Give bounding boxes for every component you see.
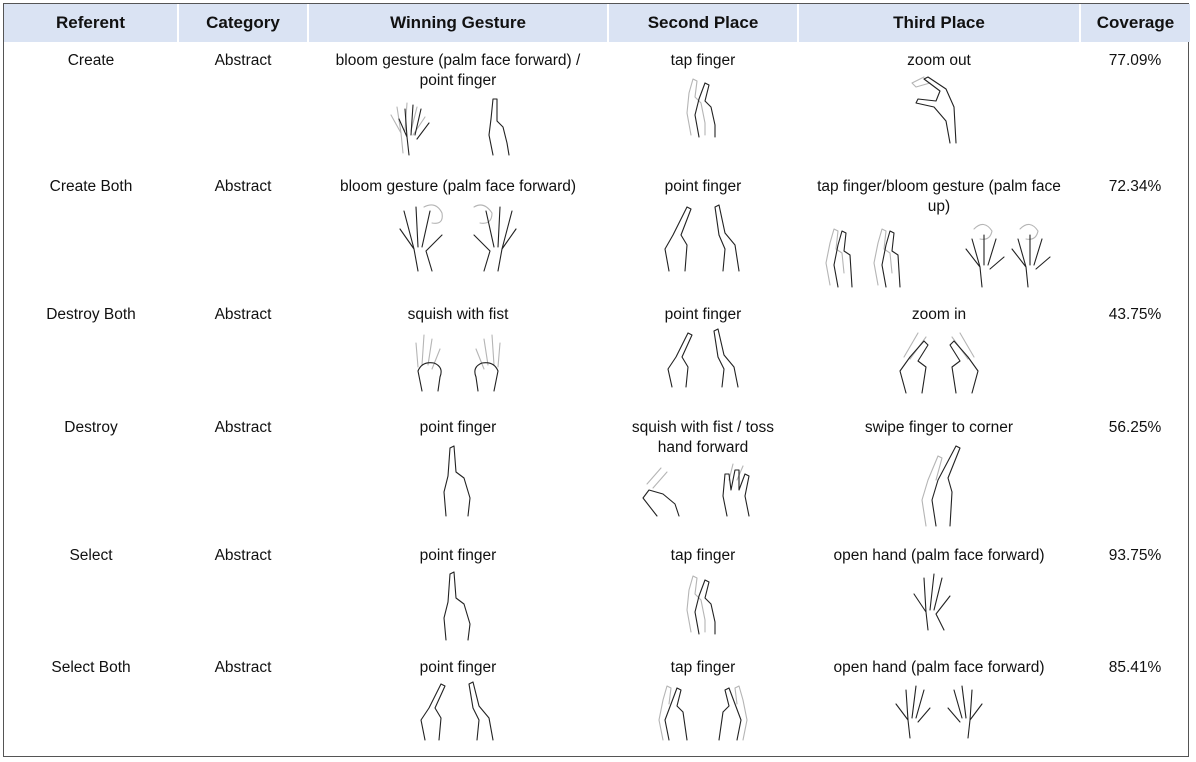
third-cell: swipe finger to corner xyxy=(798,409,1080,537)
gesture-table-frame: Referent Category Winning Gesture Second… xyxy=(3,3,1190,757)
header-coverage: Coverage xyxy=(1080,4,1190,42)
winning-cell: squish with fist xyxy=(308,296,608,409)
winning-cell: point finger xyxy=(308,649,608,756)
category-cell: Abstract xyxy=(214,52,272,69)
coverage-cell: 56.25% xyxy=(1108,419,1162,436)
gesture-table: Referent Category Winning Gesture Second… xyxy=(4,4,1190,756)
header-category: Category xyxy=(178,4,309,42)
table-row: Select Both Abstract point finger tap fi… xyxy=(4,649,1190,756)
third-cell: open hand (palm face forward) xyxy=(798,649,1080,756)
header-third-place: Third Place xyxy=(798,4,1081,42)
referent-cell: Destroy xyxy=(64,419,118,436)
second-cell: point finger xyxy=(608,296,798,409)
pointing-hand-icon xyxy=(921,445,961,527)
winning-cell: point finger xyxy=(308,409,608,537)
pointing-hand-icon xyxy=(420,681,494,741)
third-cell: tap finger/bloom gesture (palm face up) xyxy=(798,168,1080,296)
coverage-cell: 43.75% xyxy=(1108,306,1162,323)
table-row: Create Both Abstract bloom gesture (palm… xyxy=(4,168,1190,296)
bloom-hand-icon xyxy=(390,98,510,156)
bloom-hand-icon xyxy=(399,204,517,272)
open-hand-icon xyxy=(913,573,951,631)
coverage-cell: 85.41% xyxy=(1108,659,1162,676)
coverage-cell: 77.09% xyxy=(1108,52,1162,69)
header-referent: Referent xyxy=(4,4,179,42)
winning-cell: point finger xyxy=(308,537,608,649)
table-row: Destroy Abstract point finger squish wit… xyxy=(4,409,1190,537)
open-hand-icon xyxy=(895,685,983,739)
zoom-hand-icon xyxy=(911,76,957,144)
second-cell: tap finger xyxy=(608,42,798,168)
category-cell: Abstract xyxy=(214,178,272,195)
referent-cell: Destroy Both xyxy=(46,306,136,323)
winning-cell: bloom gesture (palm face forward) / poin… xyxy=(308,42,608,168)
category-cell: Abstract xyxy=(214,306,272,323)
fist-hand-icon xyxy=(415,334,501,392)
pointing-hand-icon xyxy=(664,204,740,272)
referent-cell: Select Both xyxy=(51,659,131,676)
category-cell: Abstract xyxy=(214,547,272,564)
table-row: Create Abstract bloom gesture (palm face… xyxy=(4,42,1190,168)
tapping-hand-icon xyxy=(686,78,716,138)
tapping-hand-icon xyxy=(658,685,748,741)
second-cell: squish with fist / toss hand forward xyxy=(608,409,798,537)
header-winning-gesture: Winning Gesture xyxy=(308,4,609,42)
pointing-hand-icon xyxy=(443,445,471,517)
coverage-cell: 72.34% xyxy=(1108,178,1162,195)
header-second-place: Second Place xyxy=(608,4,799,42)
table-row: Destroy Both Abstract squish with fist p… xyxy=(4,296,1190,409)
category-cell: Abstract xyxy=(214,659,272,676)
pointing-hand-icon xyxy=(443,571,471,641)
toss-hand-icon xyxy=(642,463,750,517)
tapping-hand-icon xyxy=(686,575,716,635)
referent-cell: Create Both xyxy=(49,178,133,195)
coverage-cell: 93.75% xyxy=(1108,547,1162,564)
winning-cell: bloom gesture (palm face forward) xyxy=(308,168,608,296)
third-cell: open hand (palm face forward) xyxy=(798,537,1080,649)
second-cell: tap finger xyxy=(608,649,798,756)
third-cell: zoom out xyxy=(798,42,1080,168)
second-cell: point finger xyxy=(608,168,798,296)
bloom-hand-icon xyxy=(825,223,1051,288)
referent-cell: Select xyxy=(69,547,113,564)
third-cell: zoom in xyxy=(798,296,1080,409)
second-cell: tap finger xyxy=(608,537,798,649)
pointing-hand-icon xyxy=(667,328,739,388)
header-row: Referent Category Winning Gesture Second… xyxy=(4,4,1190,42)
referent-cell: Create xyxy=(67,52,115,69)
category-cell: Abstract xyxy=(214,419,272,436)
zoom-hand-icon xyxy=(899,332,979,394)
table-row: Select Abstract point finger tap finger … xyxy=(4,537,1190,649)
